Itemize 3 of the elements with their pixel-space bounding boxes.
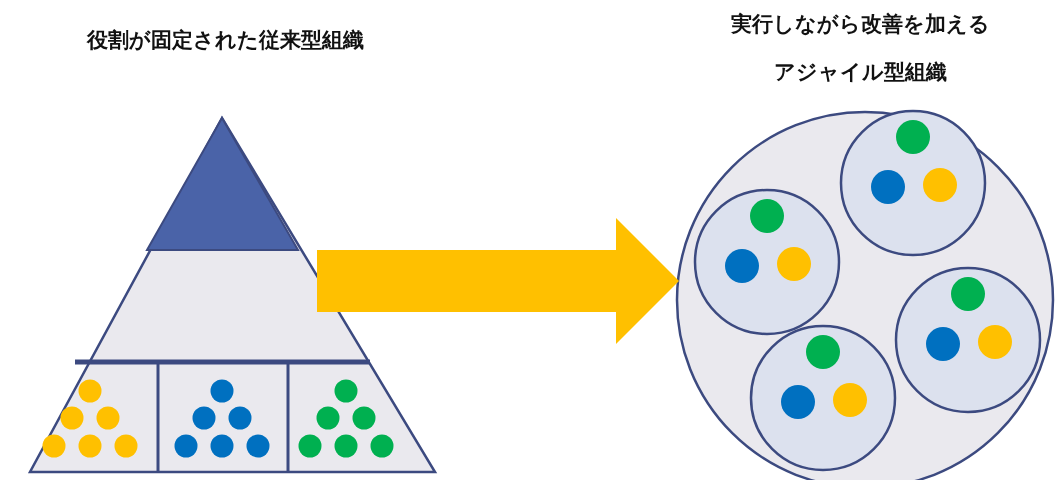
heading: 役割が固定された従来型組織 — [85, 27, 365, 54]
heading: 実行しながら改善を加えるアジャイル型組織 — [729, 11, 991, 86]
arrow — [317, 218, 679, 344]
